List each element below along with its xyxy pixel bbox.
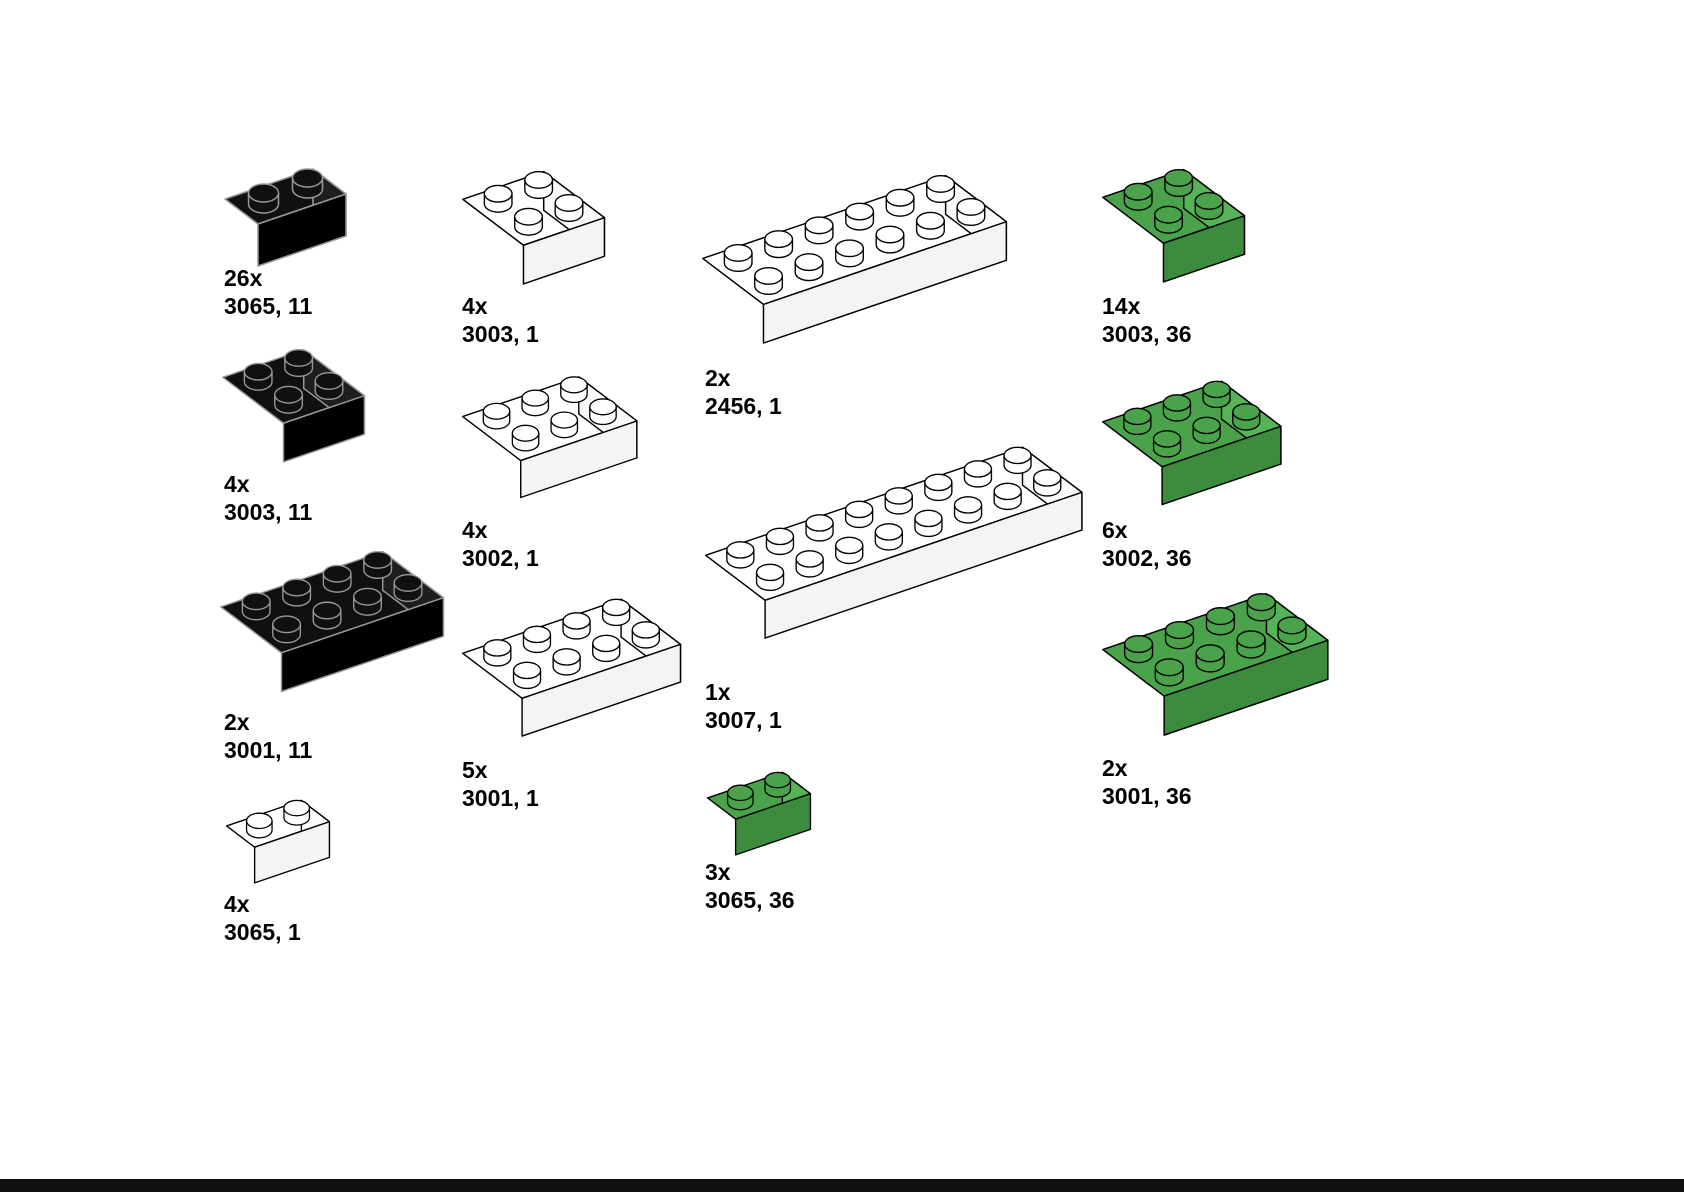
part-number: 3002, 1	[462, 545, 539, 571]
part-count: 6x	[1102, 517, 1128, 543]
part-number: 3001, 11	[224, 737, 313, 763]
brick-2x6-white	[700, 160, 1009, 379]
brick-svg	[224, 168, 347, 267]
brick-2x2-white	[460, 156, 607, 320]
brick-1x2-green	[705, 758, 813, 888]
brick-svg	[462, 170, 606, 285]
brick-svg	[1101, 380, 1282, 506]
part-number: 3001, 36	[1102, 783, 1192, 809]
part-count: 4x	[462, 293, 488, 319]
brick-svg	[461, 376, 638, 499]
part-number: 3065, 11	[224, 293, 313, 319]
brick-1x2-white	[224, 786, 332, 916]
part-count: 4x	[224, 891, 250, 917]
brick-2x4-white	[460, 584, 683, 771]
part-count: 2x	[1102, 755, 1128, 781]
part-count: 3x	[705, 859, 731, 885]
part-number: 3003, 11	[224, 499, 313, 525]
part-count: 5x	[462, 757, 488, 783]
footer-bar	[0, 1179, 1684, 1192]
part-number: 3002, 36	[1102, 545, 1192, 571]
brick-svg	[1102, 168, 1246, 283]
brick-2x2-green	[1100, 154, 1247, 318]
brick-svg	[222, 348, 366, 463]
brick-1x2-black	[222, 152, 349, 305]
brick-svg	[704, 446, 1083, 639]
part-number: 3007, 1	[705, 707, 782, 733]
brick-2x2-black	[220, 334, 367, 498]
brick-svg	[220, 550, 445, 693]
brick-2x4-black	[218, 536, 446, 727]
part-number: 3003, 1	[462, 321, 539, 347]
part-count: 1x	[705, 679, 731, 705]
part-count: 14x	[1102, 293, 1141, 319]
brick-svg	[1102, 593, 1329, 736]
part-number: 3003, 36	[1102, 321, 1192, 347]
brick-svg	[706, 771, 812, 856]
part-number: 2456, 1	[705, 393, 782, 419]
part-number: 3001, 1	[462, 785, 539, 811]
brick-svg	[461, 598, 682, 737]
brick-2x3-white	[460, 362, 640, 532]
part-number: 3065, 36	[705, 887, 795, 913]
brick-svg	[702, 174, 1008, 344]
brick-2x4-green	[1100, 578, 1331, 771]
part-count: 4x	[224, 471, 250, 497]
part-count: 4x	[462, 517, 488, 543]
part-count: 2x	[224, 709, 250, 735]
brick-svg	[225, 799, 331, 884]
part-count: 26x	[224, 265, 263, 291]
brick-2x8-white	[703, 432, 1085, 673]
part-count: 2x	[705, 365, 731, 391]
part-number: 3065, 1	[224, 919, 301, 945]
brick-2x3-green	[1100, 366, 1284, 540]
